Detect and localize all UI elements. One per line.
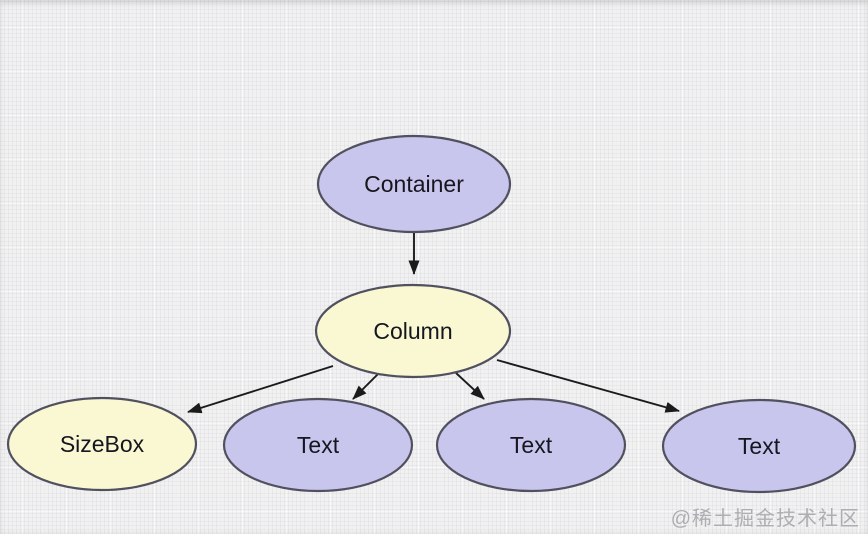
watermark-text: @稀土掘金技术社区 xyxy=(670,508,860,530)
edge-column-text2 xyxy=(455,372,485,400)
node-container xyxy=(316,134,512,234)
edge-column-text3 xyxy=(496,359,680,413)
node-text-2-label: Text xyxy=(510,432,553,458)
node-text-1 xyxy=(222,397,414,493)
edge-column-text1 xyxy=(352,373,379,400)
node-container-label: Container xyxy=(364,171,464,197)
node-column-label: Column xyxy=(373,318,452,344)
node-group xyxy=(6,134,857,494)
edge-group xyxy=(187,232,680,414)
node-text-3 xyxy=(661,398,857,494)
node-text-3-label: Text xyxy=(738,433,781,459)
node-text-1-label: Text xyxy=(297,432,340,458)
node-column xyxy=(314,283,512,379)
edge-column-sizebox xyxy=(187,365,334,414)
node-sizebox xyxy=(6,396,198,492)
label-group: Container Column SizeBox Text Text Text xyxy=(60,171,781,459)
node-sizebox-label: SizeBox xyxy=(60,431,145,457)
node-text-2 xyxy=(435,397,627,493)
